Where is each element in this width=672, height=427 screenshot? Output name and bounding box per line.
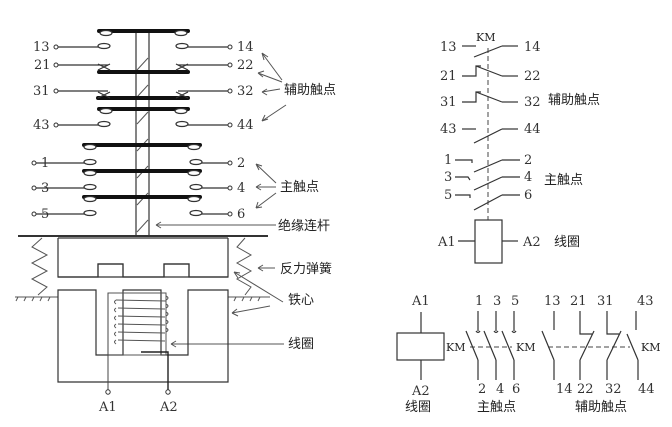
right-spring-icon xyxy=(235,237,253,296)
terminal-label: 3 xyxy=(493,294,501,309)
terminal-label: 22 xyxy=(524,69,541,84)
reaction-spring-callout: 反力弹簧 xyxy=(280,261,332,277)
terminal-label: 31 xyxy=(440,95,457,110)
terminal-label: 3 xyxy=(41,181,49,196)
terminal-label: 4 xyxy=(524,170,532,185)
km-designator: KM xyxy=(516,341,535,354)
terminal-label: 43 xyxy=(440,122,457,137)
coil-label: 线圈 xyxy=(554,235,580,250)
terminal-label: 2 xyxy=(524,153,532,168)
main-contacts-label: 主触点 xyxy=(544,173,583,188)
fixed-contacts-left xyxy=(31,42,111,217)
ground-hatch xyxy=(15,296,270,302)
terminal-label: 22 xyxy=(237,58,254,73)
terminal-label: 21 xyxy=(570,294,587,309)
vertical-contactor-symbol: KM 13 14 21 22 31 32 辅助触点 43 44 1 2 3 xyxy=(437,31,600,264)
terminal-label: 5 xyxy=(41,207,49,222)
coil-callout: 线圈 xyxy=(288,337,314,352)
main-contacts-callout: 主触点 xyxy=(280,180,319,195)
contactor-structure: 13 21 31 43 1 3 5 14 22 32 44 2 4 6 辅助触点 xyxy=(15,29,336,415)
coil-terminal-label: A2 xyxy=(411,384,430,399)
terminal-label: 3 xyxy=(444,170,452,185)
terminal-label: 6 xyxy=(237,207,245,222)
coil-terminal-label: A1 xyxy=(437,235,456,250)
armature xyxy=(57,237,229,278)
terminal-label: 14 xyxy=(556,382,573,397)
terminal-label: 44 xyxy=(237,118,254,133)
left-spring-icon xyxy=(30,237,49,296)
coil-symbol xyxy=(474,219,503,264)
terminal-label: 6 xyxy=(524,188,532,203)
km-designator: KM xyxy=(446,341,465,354)
terminal-label: 13 xyxy=(33,40,50,55)
terminal-label: 32 xyxy=(524,95,541,110)
iron-core-callout: 铁心 xyxy=(288,293,314,308)
aux-contacts-callout: 辅助触点 xyxy=(284,83,336,98)
terminal-label: 31 xyxy=(33,84,50,99)
terminal-label: 32 xyxy=(237,84,254,99)
terminal-label: 43 xyxy=(33,118,50,133)
coil-terminal-label: A2 xyxy=(522,235,541,250)
coil-terminal-label: A1 xyxy=(411,294,430,309)
callout-arrows xyxy=(155,52,287,348)
terminal-label: 1 xyxy=(41,156,49,171)
terminal-label: 13 xyxy=(440,40,457,55)
contact-pads xyxy=(83,29,201,203)
terminal-label: 4 xyxy=(496,382,504,397)
terminal-label: 4 xyxy=(237,181,245,196)
km-designator: KM xyxy=(476,31,495,44)
terminal-label: 44 xyxy=(638,382,655,397)
terminal-label: 5 xyxy=(511,294,519,309)
aux-contacts-label: 辅助触点 xyxy=(548,93,600,108)
terminal-label: 44 xyxy=(524,122,541,137)
coil-terminal-a1 xyxy=(105,389,111,395)
km-designator: KM xyxy=(641,341,660,354)
terminal-label: 21 xyxy=(34,58,51,73)
terminal-label: 14 xyxy=(524,40,541,55)
insulating-rod-callout: 绝缘连杆 xyxy=(278,218,330,234)
terminal-label: 6 xyxy=(512,382,520,397)
fixed-contacts-right xyxy=(175,42,233,217)
aux-contacts-label: 辅助触点 xyxy=(575,400,627,415)
terminal-label: 31 xyxy=(597,294,614,309)
coil-terminal-label: A1 xyxy=(98,400,117,415)
terminal-label: 2 xyxy=(478,382,486,397)
terminal-label: 32 xyxy=(605,382,622,397)
terminal-label: 1 xyxy=(475,294,483,309)
insulating-rod xyxy=(135,29,150,237)
coil-winding xyxy=(107,292,169,390)
coil-terminal-label: A2 xyxy=(159,400,178,415)
terminal-label: 5 xyxy=(444,188,452,203)
terminal-label: 21 xyxy=(440,69,457,84)
terminal-label: 14 xyxy=(237,40,254,55)
coil-terminal-a2 xyxy=(165,389,171,395)
coil-label: 线圈 xyxy=(405,400,431,415)
terminal-label: 2 xyxy=(237,156,245,171)
main-contacts-label: 主触点 xyxy=(477,400,516,415)
moving-contact-bars xyxy=(82,29,202,199)
terminal-label: 43 xyxy=(637,294,654,309)
coil-symbol xyxy=(396,332,445,361)
terminal-label: 13 xyxy=(544,294,561,309)
iron-core xyxy=(57,289,229,383)
bottom-symbols: A1 KM A2 线圈 1 3 5 KM 2 4 6 主触点 13 21 31 … xyxy=(396,294,660,415)
terminal-label: 1 xyxy=(444,153,452,168)
terminal-label: 22 xyxy=(577,382,594,397)
